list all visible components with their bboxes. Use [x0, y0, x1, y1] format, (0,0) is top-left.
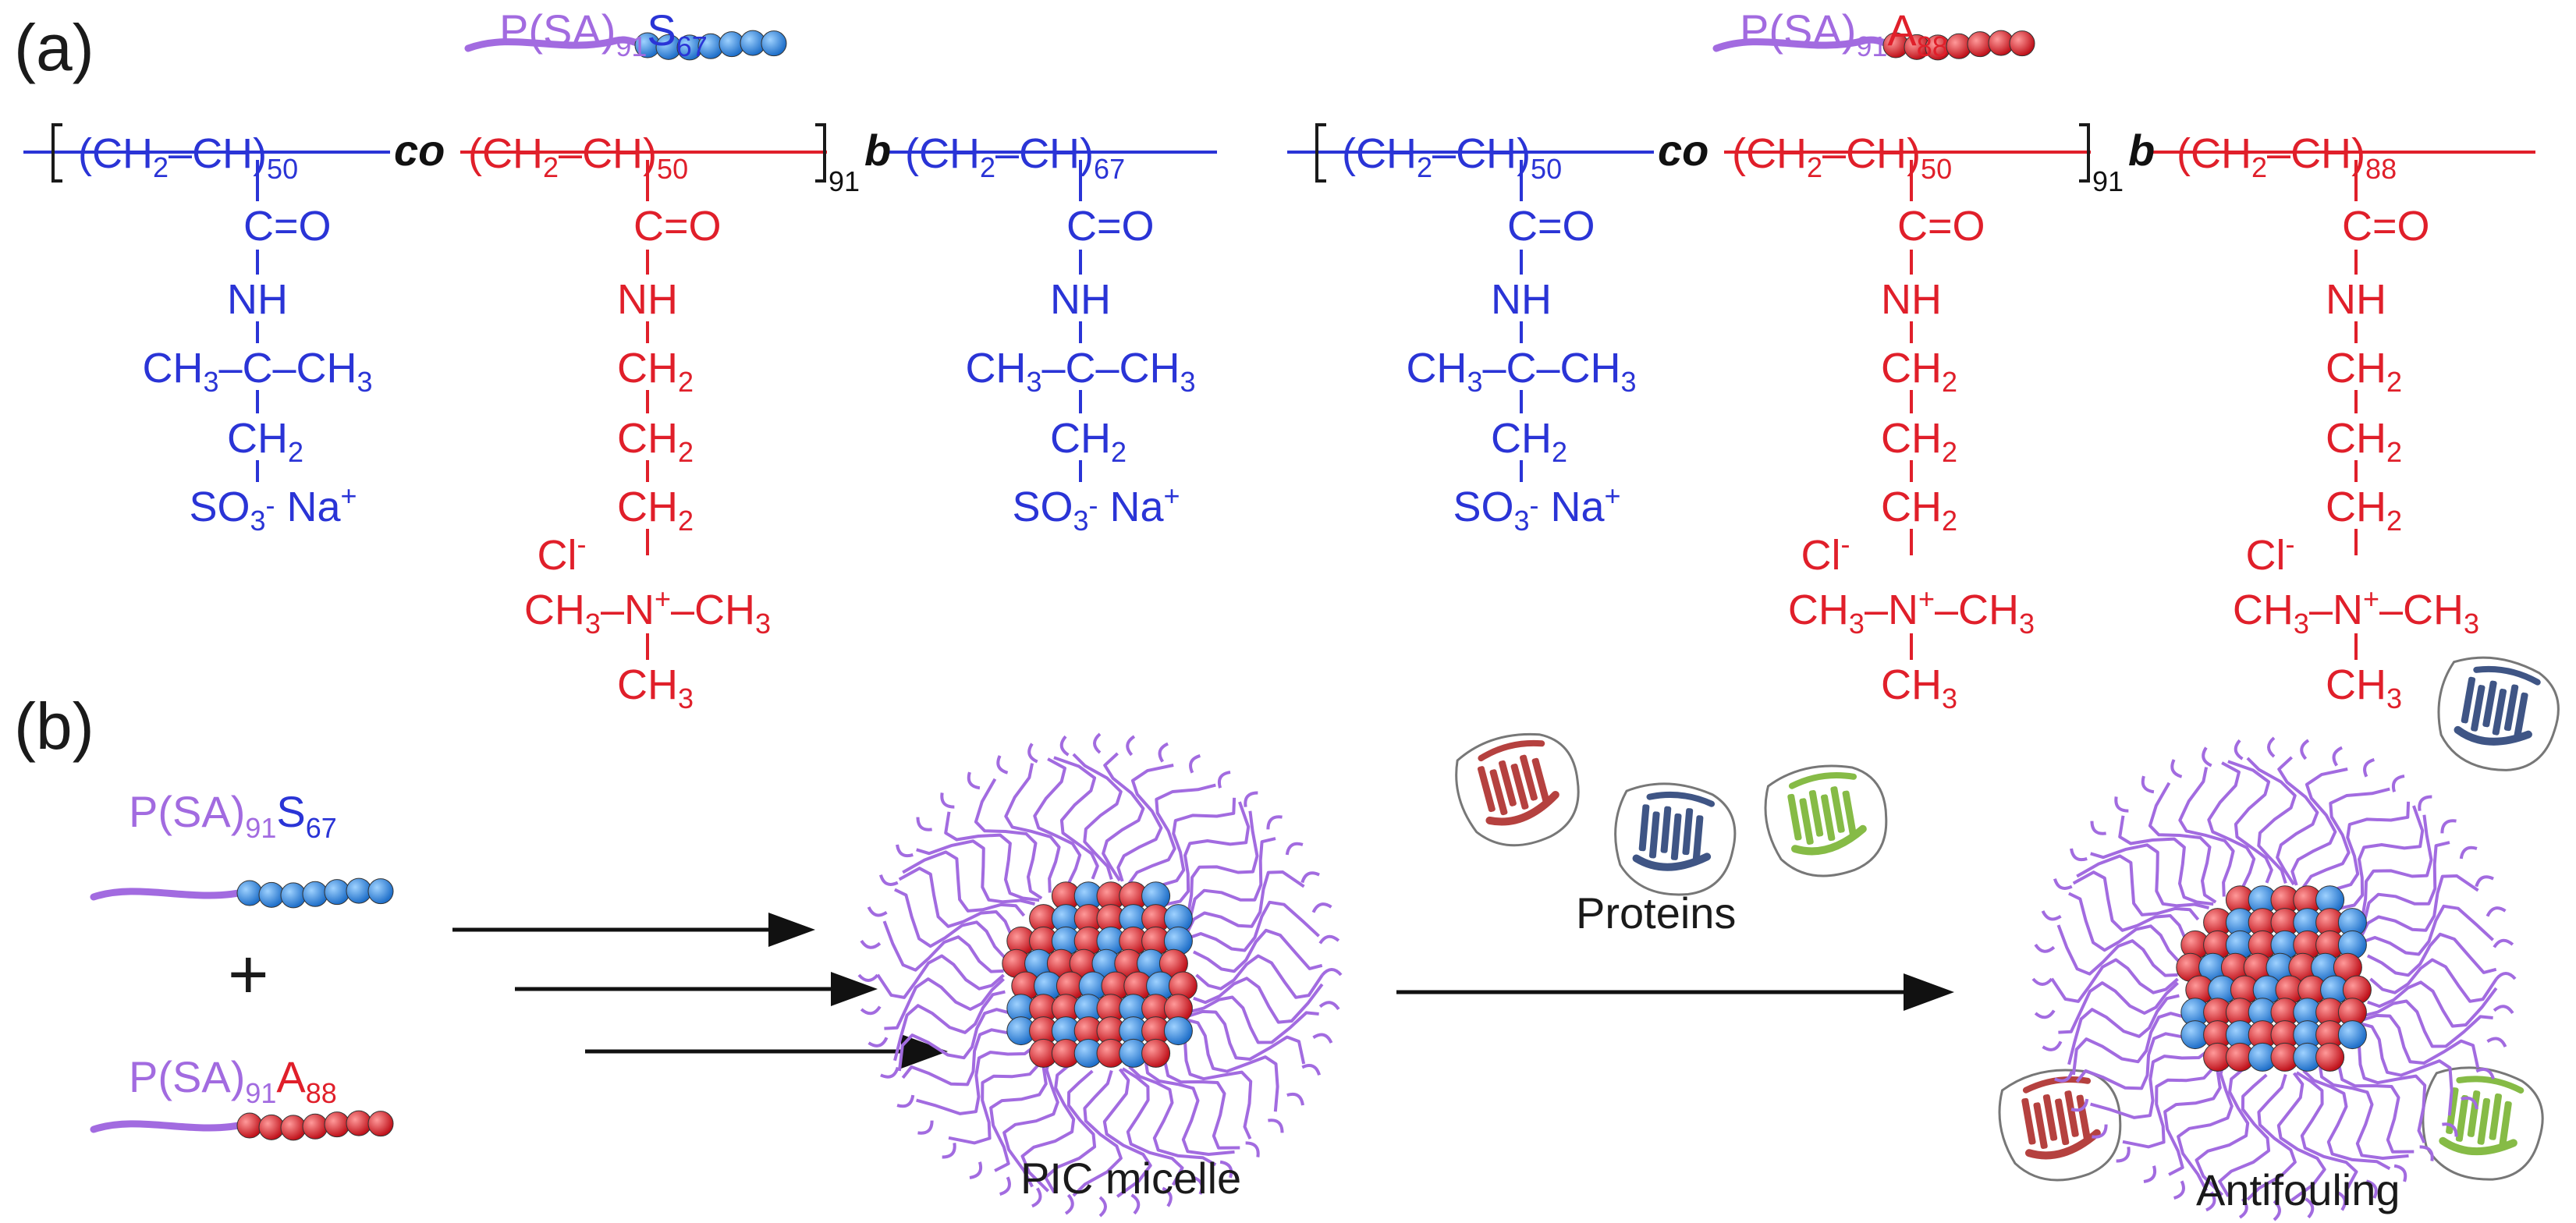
polymer-cartoon-a-b [90, 1110, 394, 1141]
antifouling-micelle [2031, 736, 2517, 1221]
b-label-a: b [2128, 126, 2155, 175]
chem-text: CH2 [2326, 484, 2402, 537]
polymer-cartoon-s-top [464, 30, 787, 61]
chem-text: CH3–C–CH3 [965, 345, 1195, 398]
chem-text: CH2 [617, 484, 694, 537]
b-label-s: b [864, 126, 891, 175]
chem-text: CH2 [617, 415, 694, 468]
chem-text: CH2 [1050, 415, 1127, 468]
chem-text: NH [617, 276, 678, 323]
structure-s: (CH2–CH)50 co (CH2–CH)50 91 b (CH2–CH)67… [23, 123, 1217, 714]
co-label-s: co [394, 126, 445, 175]
chem-text: C=O [1066, 203, 1155, 250]
chem-text: NH [1491, 276, 1552, 323]
protein-green-icon [1764, 764, 1888, 877]
chem-text: NH [1050, 276, 1111, 323]
pic-micelle [857, 732, 1343, 1218]
chem-text: Cl- [538, 528, 587, 579]
seg2-backbone: (CH2–CH)50 [468, 130, 688, 185]
chem-text: C=O [1897, 203, 1985, 250]
polymer-a-label-top: P(SA)91A88 [1740, 5, 1948, 62]
seg4-backbone: (CH2–CH)50 [1342, 130, 1562, 185]
chem-text: CH2 [1881, 415, 1957, 468]
protein-red-icon [1455, 732, 1580, 847]
chem-text: Cl- [1801, 528, 1850, 579]
chem-text: C=O [633, 203, 722, 250]
polymer-a-label-b: P(SA)91A88 [129, 1052, 337, 1109]
panel-label-b: (b) [14, 689, 94, 763]
structure-a: (CH2–CH)50 co (CH2–CH)50 91 b (CH2–CH)88… [1287, 123, 2535, 714]
chem-text: CH3 [1881, 661, 1957, 714]
chem-text: CH3–C–CH3 [142, 345, 372, 398]
seg1-backbone: (CH2–CH)50 [78, 130, 298, 185]
chem-text: CH2 [1491, 415, 1567, 468]
proteins-arrow [1396, 973, 1954, 1011]
chem-text: CH3–N+–CH3 [1788, 583, 2035, 640]
sub91-s: 91 [829, 165, 860, 197]
chem-text: Cl- [2246, 528, 2295, 579]
chem-text: CH2 [2326, 415, 2402, 468]
chem-text: NH [1881, 276, 1942, 323]
polymer-s-label-top: P(SA)91S67 [499, 5, 708, 62]
seg5-backbone: (CH2–CH)50 [1732, 130, 1952, 185]
chem-text: CH2 [1881, 484, 1957, 537]
protein-navy-icon-2 [2437, 656, 2560, 771]
chem-text: C=O [1507, 203, 1595, 250]
panel-label-a: (a) [14, 11, 94, 84]
mixing-arrows [452, 913, 948, 1069]
chem-text: CH3–C–CH3 [1406, 345, 1636, 398]
chem-text: CH3 [617, 661, 694, 714]
seg3-backbone: (CH2–CH)67 [905, 130, 1125, 185]
chem-text: CH2 [227, 415, 303, 468]
seg6-backbone: (CH2–CH)88 [2177, 130, 2397, 185]
chem-text: C=O [2342, 203, 2430, 250]
chem-text: SO3- Na+ [1012, 480, 1180, 537]
protein-navy-icon [1614, 782, 1737, 896]
antifouling-label: Antifouling [2196, 1165, 2400, 1214]
polymer-cartoon-a-top [1712, 30, 2035, 61]
chem-text: CH2 [617, 345, 694, 398]
chem-text: NH [2326, 276, 2386, 323]
polymer-cartoon-s-b [90, 877, 394, 909]
chem-text: CH3–N+–CH3 [2233, 583, 2479, 640]
sub91-a: 91 [2092, 165, 2124, 197]
chem-text: CH3 [2326, 661, 2402, 714]
proteins-label: Proteins [1576, 888, 1736, 938]
protein-red-icon-2 [1998, 1069, 2122, 1182]
polymer-s-label-b: P(SA)91S67 [129, 787, 337, 844]
protein-green-icon-2 [2422, 1066, 2544, 1181]
plus-sign: + [228, 936, 269, 1014]
co-label-a: co [1658, 126, 1708, 175]
chem-text: NH [227, 276, 288, 323]
chem-text: CH3–N+–CH3 [524, 583, 771, 640]
chem-text: SO3- Na+ [1453, 480, 1620, 537]
chem-text: SO3- Na+ [189, 480, 357, 537]
pic-micelle-label: PIC micelle [1020, 1154, 1241, 1203]
chem-text: CH2 [2326, 345, 2402, 398]
chem-text: C=O [243, 203, 332, 250]
chem-text: CH2 [1881, 345, 1957, 398]
